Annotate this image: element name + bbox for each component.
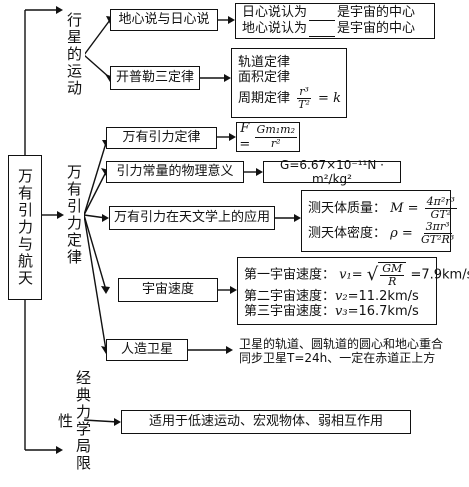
satellite-detail: 卫星的轨道、圆轨道的圆心和地心重合 同步卫星T=24h、一定在赤道正上方 (233, 331, 463, 371)
v1-fraction: GM R (380, 262, 405, 289)
kepler-den: T² (298, 98, 310, 112)
v3-line: 第三宇宙速度：v₃=16.7km/s (244, 304, 419, 320)
density-fraction: 3πr³ GT²R³ (419, 220, 456, 247)
density-num: 3πr³ (423, 220, 452, 235)
satellite-node: 人造卫星 (106, 339, 188, 361)
geo-line: 地心说认为 是宇宙的中心 (242, 21, 415, 37)
helio-blank (309, 8, 336, 21)
branch-gravitation: 万有引力定律 (64, 160, 84, 270)
constant-node: 引力常量的物理意义 (106, 161, 244, 183)
kepler-num: r³ (297, 85, 311, 100)
density-lhs: ρ = (390, 226, 413, 242)
mass-num: 4π²r³ (424, 194, 457, 209)
branch-limitation-label: 经典力学局限性 (56, 370, 92, 472)
v1-num: GM (380, 262, 405, 277)
v1-prefix: 第一宇宙速度： (244, 267, 336, 283)
mass-line: 测天体质量： M = 4π²r³ GT² (308, 194, 459, 221)
constant-formula: G=6.67×10⁻¹¹N · m²/kg² (263, 158, 401, 186)
cosmic-speed-detail: 第一宇宙速度： v₁= √ GM R =7.9km/s 第二宇宙速度：v₂=11… (237, 257, 469, 325)
v1-var: v₁= (339, 267, 363, 283)
kepler-rhs: = k (318, 91, 341, 107)
geo-blank (309, 24, 336, 37)
v1-den: R (388, 275, 397, 289)
law-formula: F = Gm₁m₂ r² (236, 121, 300, 152)
astronomy-node: 万有引力在天文学上的应用 (109, 206, 275, 230)
satellite-line2: 同步卫星T=24h、一定在赤道正上方 (239, 351, 436, 365)
root-node: 万有引力与航天 (8, 155, 42, 300)
v1-rhs: =7.9km/s (410, 267, 469, 283)
v2-line: 第二宇宙速度：v₂=11.2km/s (244, 289, 419, 305)
geo-helio-label: 地心说与日心说 (118, 12, 210, 28)
v2-prefix: 第二宇宙速度： (244, 288, 336, 304)
v1-line: 第一宇宙速度： v₁= √ GM R =7.9km/s (244, 262, 469, 288)
mass-lhs: M = (390, 200, 419, 216)
kepler-node: 开普勒三定律 (110, 66, 200, 90)
v2-rhs: 11.2km/s (358, 288, 419, 304)
kepler-detail: 轨道定律 面积定律 周期定律 r³ T² = k (231, 48, 347, 118)
law-num: Gm₁m₂ (254, 123, 297, 138)
limitation-scope-label: 适用于低速运动、宏观物体、弱相互作用 (148, 414, 383, 430)
helio-prefix: 日心说认为 (242, 5, 308, 21)
satellite-line1: 卫星的轨道、圆轨道的圆心和地心重合 (239, 336, 444, 351)
law-lhs: F = (239, 121, 251, 152)
constant-value: G=6.67×10⁻¹¹N · m²/kg² (280, 157, 384, 186)
mass-den: GT² (430, 207, 452, 221)
density-line: 测天体密度： ρ = 3πr³ GT²R³ (308, 220, 458, 247)
kepler-period-prefix: 周期定律 (238, 91, 291, 107)
v3-var: v₃= (335, 304, 359, 320)
root-label: 万有引力与航天 (16, 168, 34, 287)
v3-prefix: 第三宇宙速度： (244, 304, 336, 320)
geo-prefix: 地心说认为 (242, 21, 308, 36)
v3-rhs: 16.7km/s (358, 304, 419, 320)
astronomy-detail: 测天体质量： M = 4π²r³ GT² 测天体密度： ρ = 3πr³ GT²… (301, 190, 457, 252)
kepler-area-law: 面积定律 (238, 70, 291, 86)
law-fraction: Gm₁m₂ r² (254, 123, 297, 150)
law-den: r² (270, 136, 281, 150)
helio-suffix: 是宇宙的中心 (337, 5, 416, 21)
astronomy-label: 万有引力在天文学上的应用 (113, 210, 270, 226)
kepler-label: 开普勒三定律 (115, 70, 194, 86)
geo-suffix: 是宇宙的中心 (337, 21, 416, 36)
density-prefix: 测天体密度： (308, 226, 387, 242)
law-node: 万有引力定律 (106, 127, 217, 149)
kepler-period-law: 周期定律 r³ T² = k (238, 85, 341, 112)
branch-limitation: 经典力学局限性 (56, 365, 92, 477)
kepler-orbit-law: 轨道定律 (238, 54, 291, 70)
branch-gravitation-label: 万有引力定律 (65, 164, 83, 266)
density-den: GT²R³ (420, 233, 455, 247)
branch-planet-motion: 行星的运动 (63, 8, 85, 100)
constant-label: 引力常量的物理意义 (116, 164, 234, 180)
mass-prefix: 测天体质量： (308, 200, 387, 216)
branch-planet-motion-label: 行星的运动 (65, 11, 83, 97)
satellite-label: 人造卫星 (120, 342, 173, 358)
cosmic-speed-node: 宇宙速度 (118, 278, 218, 302)
v2-var: v₂= (335, 288, 359, 304)
cosmic-speed-label: 宇宙速度 (141, 282, 194, 298)
limitation-scope-node: 适用于低速运动、宏观物体、弱相互作用 (121, 410, 411, 434)
geo-helio-node: 地心说与日心说 (110, 9, 218, 31)
helio-line: 日心说认为 是宇宙的中心 (242, 5, 415, 21)
v1-sqrt: √ GM R (367, 262, 407, 288)
mass-fraction: 4π²r³ GT² (424, 194, 457, 221)
kepler-fraction: r³ T² (296, 85, 312, 112)
law-label: 万有引力定律 (122, 130, 201, 146)
geo-helio-detail: 日心说认为是宇宙的中心 地心说认为是宇宙的中心 (235, 3, 435, 39)
sqrt-icon: √ (366, 264, 379, 286)
